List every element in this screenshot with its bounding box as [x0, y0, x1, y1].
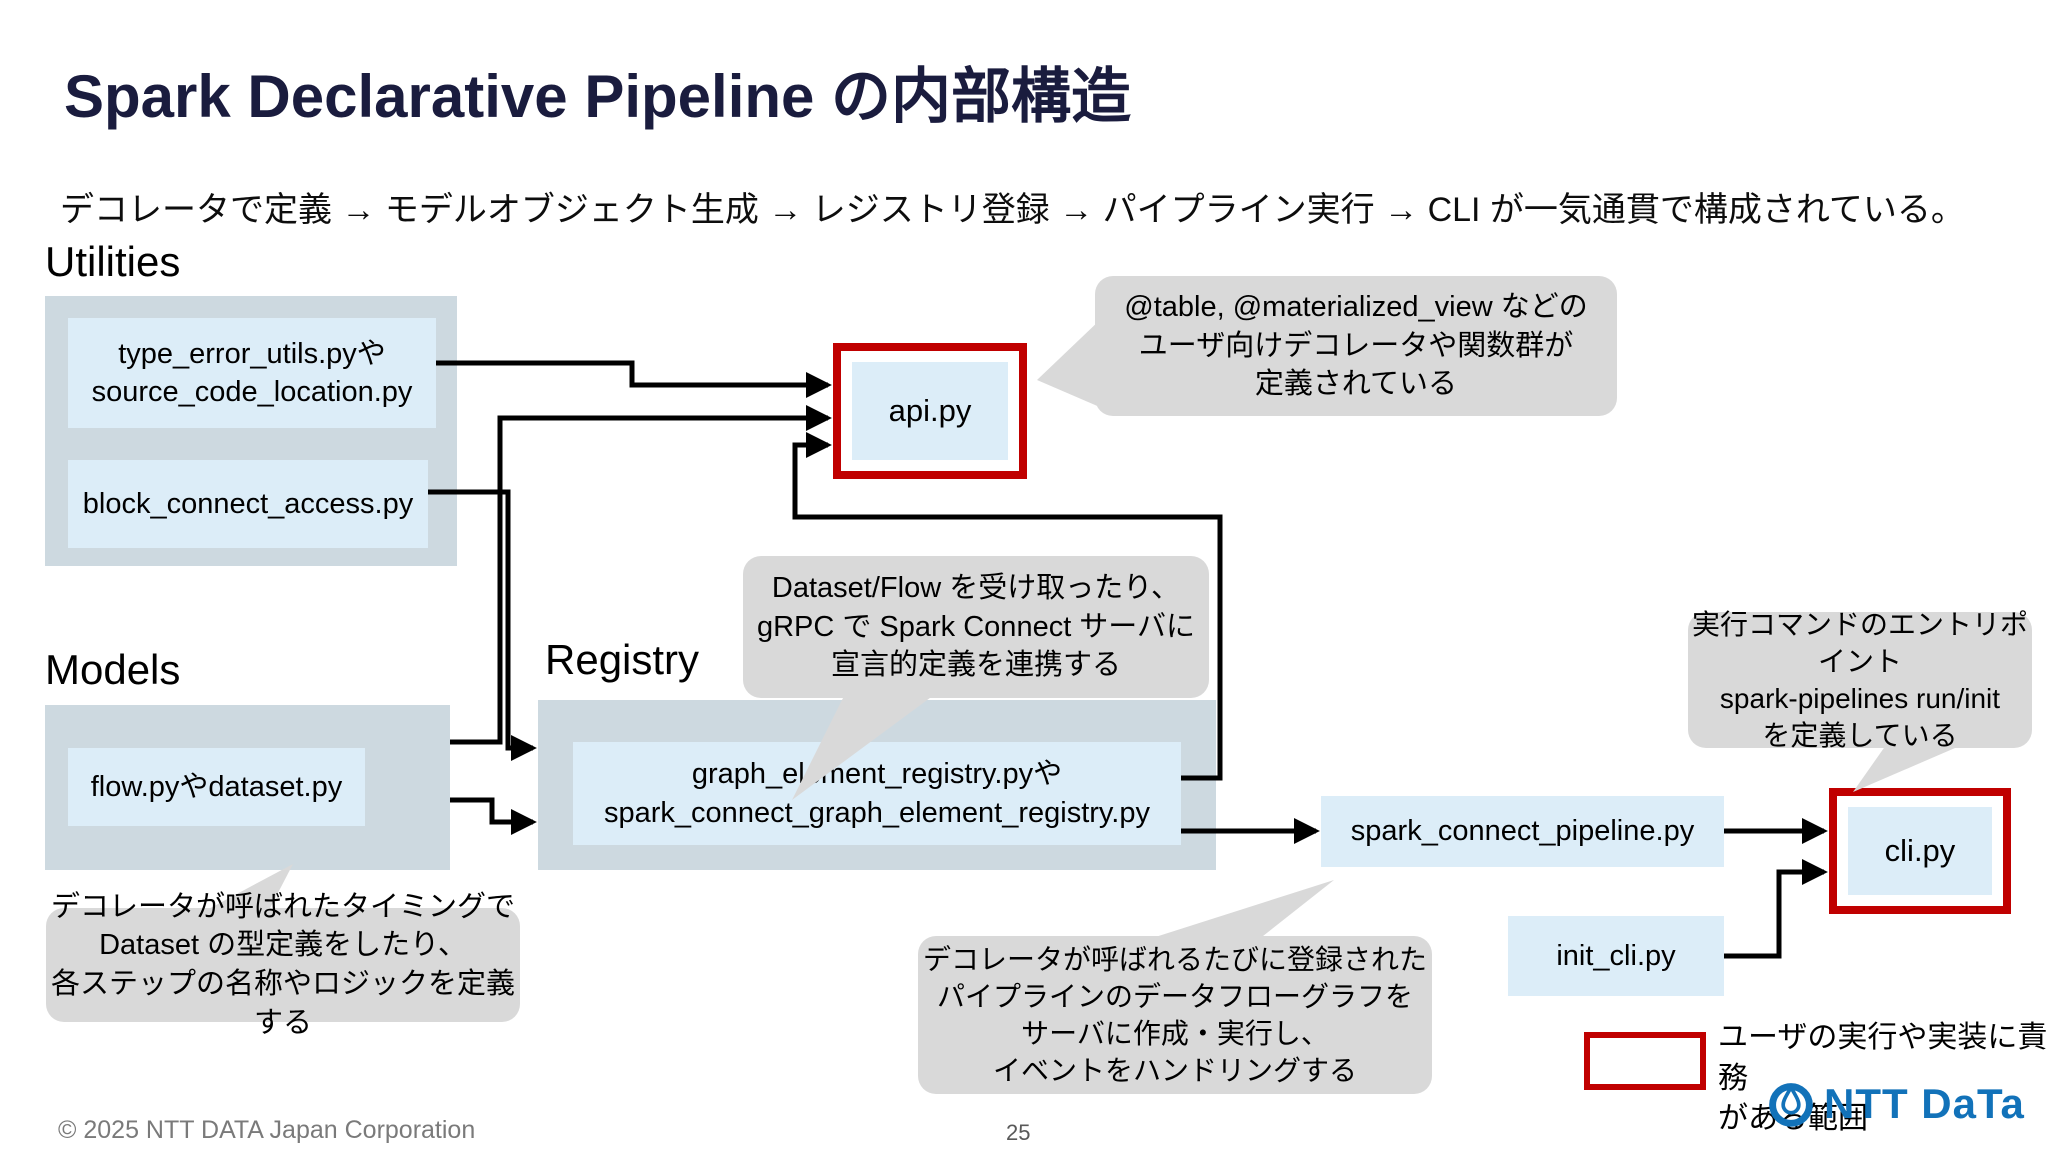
node-spark-connect-pipeline: spark_connect_pipeline.py — [1321, 796, 1724, 867]
api-callout-tail — [1037, 318, 1102, 408]
pipeline-callout-tail — [1146, 880, 1334, 940]
api-callout: @table, @materialized_view などの ユーザ向けデコレー… — [1095, 276, 1617, 416]
node-cli-frame: cli.py — [1829, 788, 2011, 914]
models-callout: デコレータが呼ばれたタイミングで Dataset の型定義をしたり、 各ステップ… — [46, 891, 520, 1039]
footer-copyright: © 2025 NTT DATA Japan Corporation — [58, 1116, 476, 1144]
page-title: Spark Declarative Pipeline の内部構造 — [64, 63, 1132, 130]
legend-red-frame — [1584, 1032, 1706, 1090]
node-type-error-utils: type_error_utils.pyや source_code_locatio… — [68, 318, 436, 428]
ntt-data-wordmark: NTT DaTa — [1824, 1080, 2025, 1127]
page-number: 25 — [1006, 1120, 1031, 1145]
arrow-type-error-to-api — [436, 360, 832, 398]
node-init-cli: init_cli.py — [1508, 916, 1724, 996]
node-flow-dataset: flow.pyやdataset.py — [68, 748, 365, 826]
node-api: api.py — [852, 362, 1008, 460]
pipeline-callout: デコレータが呼ばれるたびに登録された パイプラインのデータフローグラフを サーバ… — [918, 936, 1432, 1094]
node-api-frame: api.py — [833, 343, 1027, 479]
models-section-label: Models — [45, 646, 181, 693]
subtitle: デコレータで定義 → モデルオブジェクト生成 → レジストリ登録 → パイプライ… — [60, 191, 1965, 229]
node-graph-element-registry: graph_element_registry.pyや spark_connect… — [573, 742, 1181, 845]
node-block-connect-access: block_connect_access.py — [68, 460, 428, 548]
ntt-data-logo-mark — [1769, 1083, 1813, 1127]
ntt-data-logo: NTT DaTa — [1768, 1080, 2025, 1128]
cli-callout: 実行コマンドのエントリポイント spark-pipelines run/init… — [1688, 609, 2032, 751]
arrow-init-cli-to-cli — [1724, 859, 1828, 959]
arrow-models-to-registry — [450, 797, 537, 835]
registry-callout: Dataset/Flow を受け取ったり、 gRPC で Spark Conne… — [743, 556, 1209, 698]
registry-section-label: Registry — [545, 636, 700, 683]
utilities-section-label: Utilities — [45, 238, 181, 285]
node-cli: cli.py — [1848, 807, 1992, 895]
